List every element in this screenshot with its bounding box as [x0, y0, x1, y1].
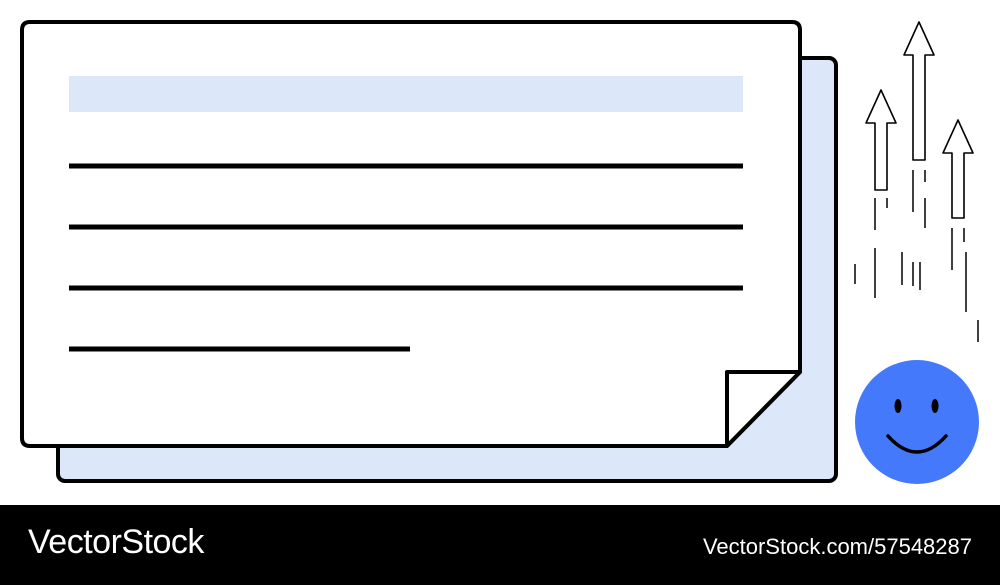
- text-lines: [69, 163, 743, 352]
- watermark-footer: VectorStock VectorStock.com/57548287: [0, 505, 1000, 585]
- smiley-mouth: [886, 434, 948, 454]
- motion-dashes: [854, 170, 979, 342]
- growth-arrows: [865, 21, 974, 219]
- smiley-eye: [894, 399, 902, 413]
- up-arrow-icon: [865, 89, 897, 191]
- stock-id-text: VectorStock.com/57548287: [702, 534, 972, 559]
- up-arrow-icon: [903, 21, 935, 161]
- illustration: [20, 20, 979, 484]
- smiley-face-icon: [855, 360, 979, 484]
- up-arrow-icon: [942, 119, 974, 219]
- header-bar: [69, 76, 743, 112]
- page-curl-icon: [725, 370, 802, 448]
- brand-logo: VectorStock: [28, 523, 204, 561]
- document-icon: [20, 20, 802, 448]
- smiley-eye: [931, 399, 939, 413]
